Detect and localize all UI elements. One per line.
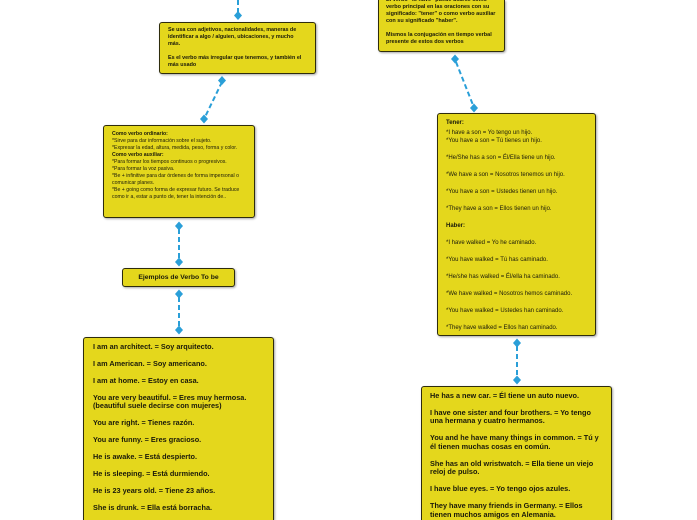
node-to-be-intro[interactable]: Se usa con adjetivos, nacionalidades, ma… bbox=[159, 22, 316, 74]
node-to-be-examples[interactable]: I am an architect. = Soy arquitecto. I a… bbox=[83, 337, 274, 520]
conjugation-item: *You have walked = Ustedes han caminado. bbox=[446, 308, 564, 314]
conjugation-item: *They have a son = Ellos tienen un hijo. bbox=[446, 206, 552, 212]
conjugation-item: *I have walked = Yo he caminado. bbox=[446, 240, 537, 246]
connector-end-diamond bbox=[513, 375, 521, 385]
connector-end-diamond bbox=[175, 221, 183, 231]
node-to-be-uses[interactable]: Como verbo ordinario: *Sirve para dar in… bbox=[103, 125, 255, 218]
connector-end-diamond bbox=[451, 54, 459, 64]
list-item: *Be + infinitive para dar órdenes de for… bbox=[112, 172, 240, 186]
example-item: I have one sister and four brothers. = Y… bbox=[430, 407, 591, 426]
connector-have-intro-to-conjugation bbox=[455, 61, 474, 106]
connector-end-diamond bbox=[175, 289, 183, 299]
section-heading-ordinario: Como verbo ordinario: bbox=[112, 130, 168, 137]
example-item: You are very beautiful. = Eres muy hermo… bbox=[93, 392, 247, 411]
example-item: She has an old wristwatch. = Ella tiene … bbox=[430, 458, 594, 477]
example-item: You and he have many things in common. =… bbox=[430, 433, 599, 451]
node-to-have-examples[interactable]: He has a new car. = Él tiene un auto nue… bbox=[421, 386, 612, 520]
list-item: *Sirve para dar información sobre el suj… bbox=[112, 137, 212, 144]
conjugation-item: *You have a son = Ustedes tienen un hijo… bbox=[446, 189, 558, 195]
conjugation-item: *You have a son = Tú tienes un hijo. bbox=[446, 138, 542, 144]
connector-end-diamond bbox=[470, 103, 478, 113]
example-item: I am an architect. = Soy arquitecto. bbox=[93, 341, 214, 351]
conjugation-item: *We have walked = Nosotros hemos caminad… bbox=[446, 291, 573, 297]
connector-end-diamond bbox=[200, 114, 208, 124]
section-heading-haber: Haber: bbox=[446, 223, 466, 229]
example-item: You are funny. = Eres gracioso. bbox=[93, 435, 202, 445]
node-text: Se usa con adjetivos, nacionalidades, ma… bbox=[168, 27, 297, 47]
example-item: I am American. = Soy americano. bbox=[93, 358, 207, 368]
connector-end-diamond bbox=[175, 325, 183, 335]
example-item: He has a new car. = Él tiene un auto nue… bbox=[430, 390, 580, 400]
example-item: I have blue eyes. = Yo tengo ojos azules… bbox=[430, 484, 571, 494]
list-item: *Expresar la edad, altura, medida, peso,… bbox=[112, 144, 238, 151]
list-item: *Para formar la voz pasiva. bbox=[112, 165, 175, 172]
example-item: They have many friends in Germany. = Ell… bbox=[430, 501, 583, 519]
section-heading-auxiliar: Como verbo auxiliar: bbox=[112, 151, 164, 158]
node-text: El verbo "to have" puede usarse como ver… bbox=[386, 0, 496, 24]
conjugation-item: *We have a son = Nosotros tenemos un hij… bbox=[446, 172, 565, 178]
conjugation-item: *You have walked = Tú has caminado. bbox=[446, 257, 548, 263]
conjugation-item: *They have walked = Ellos han caminado. bbox=[446, 325, 558, 331]
example-item: I am at home. = Estoy en casa. bbox=[93, 375, 199, 385]
list-item: *Para formar los tiempos continuos o pro… bbox=[112, 158, 227, 165]
node-to-have-intro[interactable]: El verbo "to have" puede usarse como ver… bbox=[378, 0, 505, 52]
connector-intro-to-uses bbox=[204, 81, 223, 118]
list-item: *Be + going como forma de expresar futur… bbox=[112, 186, 240, 200]
connector-end-diamond bbox=[513, 338, 521, 348]
node-label: Ejemplos de Verbo To be bbox=[138, 274, 219, 281]
example-item: She is drunk. = Ella está borracha. bbox=[93, 503, 213, 513]
connector-end-diamond bbox=[234, 11, 242, 20]
example-item: He is awake. = Está despierto. bbox=[93, 452, 198, 462]
node-text: Es el verbo más irregular que tenemos, y… bbox=[168, 55, 302, 68]
example-item: You are right. = Tienes razón. bbox=[93, 418, 195, 428]
connector-end-diamond bbox=[175, 257, 183, 267]
example-item: He is 23 years old. = Tiene 23 años. bbox=[93, 486, 216, 496]
conjugation-item: *He/she has walked = Él/ella ha caminado… bbox=[446, 274, 560, 280]
node-text: Mismos la conjugación en tiempo verbal p… bbox=[386, 31, 492, 45]
conjugation-item: *He/She has a son = Él/Ella tiene un hij… bbox=[446, 155, 556, 161]
section-heading-tener: Tener: bbox=[446, 119, 464, 126]
connector-end-diamond bbox=[218, 76, 226, 85]
node-to-have-conjugation[interactable]: Tener: *I have a son = Yo tengo un hijo.… bbox=[437, 113, 596, 336]
conjugation-item: *I have a son = Yo tengo un hijo. bbox=[446, 129, 533, 136]
example-item: He is sleeping. = Está durmiendo. bbox=[93, 469, 210, 479]
node-to-be-examples-label[interactable]: Ejemplos de Verbo To be bbox=[122, 268, 235, 287]
